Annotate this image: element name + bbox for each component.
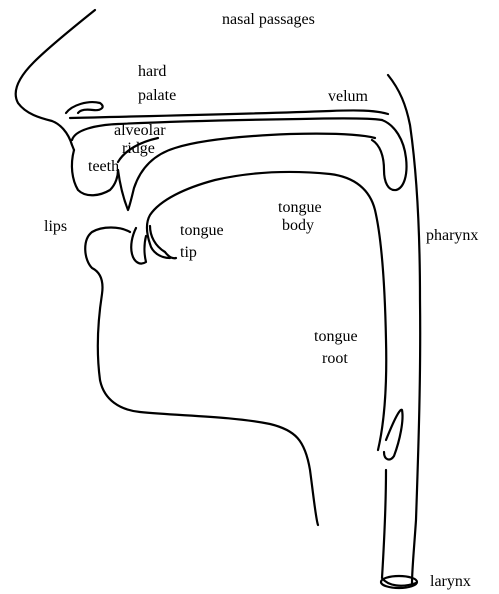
lower-lip-outline xyxy=(131,228,146,264)
larynx-tube-outline xyxy=(382,470,416,586)
label-pharynx: pharynx xyxy=(426,227,478,245)
label-hard-palate-line2: palate xyxy=(138,87,176,105)
label-tongue-body: tongue body xyxy=(278,199,322,235)
label-tongue-body-line1: tongue xyxy=(278,199,322,217)
velum-outline xyxy=(372,120,407,190)
nose-outline xyxy=(16,10,95,150)
label-velum: velum xyxy=(328,88,368,106)
label-nasal-passages: nasal passages xyxy=(222,11,315,29)
label-tongue-tip-line2: tip xyxy=(180,244,224,262)
label-tongue-body-line2: body xyxy=(278,217,322,235)
label-alveolar-ridge-line2: ridge xyxy=(114,140,166,158)
nasal-floor-outline xyxy=(70,110,388,118)
label-alveolar-ridge: alveolar ridge xyxy=(114,122,166,158)
tongue-tip-outline xyxy=(150,226,176,258)
label-tongue-root-line2: root xyxy=(314,350,358,368)
label-teeth: teeth xyxy=(88,158,119,176)
label-tongue-root-line1: tongue xyxy=(314,328,358,346)
epiglottis-outline xyxy=(384,410,403,460)
nostril-outline xyxy=(66,102,103,113)
label-alveolar-ridge-line1: alveolar xyxy=(114,122,166,140)
lower-jaw-outline xyxy=(85,228,318,526)
label-lips: lips xyxy=(44,218,67,236)
label-hard-palate-line1: hard xyxy=(138,63,176,81)
label-hard-palate: hard palate xyxy=(138,63,176,105)
label-larynx: larynx xyxy=(430,573,471,591)
label-tongue-tip: tongue tip xyxy=(180,222,224,262)
label-tongue-root: tongue root xyxy=(314,328,358,368)
tongue-surface-outline xyxy=(147,172,386,450)
label-tongue-tip-line1: tongue xyxy=(180,222,224,240)
